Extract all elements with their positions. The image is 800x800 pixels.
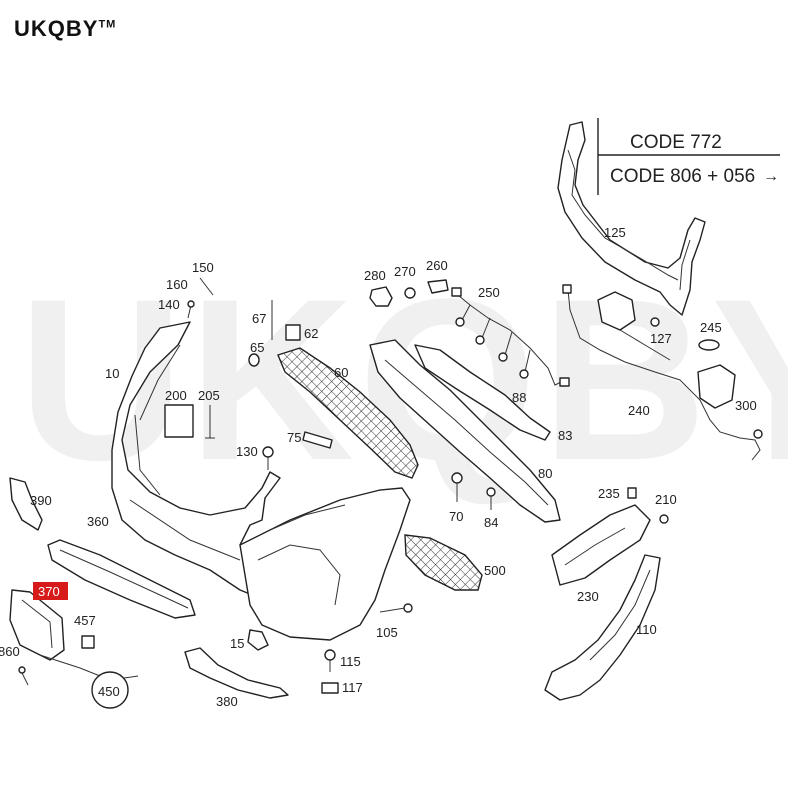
callout-labels: 10 15 60 62 65 67 70 75 80 83 84 88 105 … bbox=[0, 225, 757, 709]
part-250-harness bbox=[451, 287, 570, 387]
callout-62: 62 bbox=[304, 326, 318, 341]
callout-105: 105 bbox=[376, 625, 398, 640]
part-370-plate-holder bbox=[9, 589, 139, 686]
callout-230: 230 bbox=[577, 589, 599, 604]
callout-860: 860 bbox=[0, 644, 20, 659]
callout-450: 450 bbox=[98, 684, 120, 699]
part-245-washer bbox=[698, 339, 720, 351]
callout-70: 70 bbox=[449, 509, 463, 524]
callout-205: 205 bbox=[198, 388, 220, 403]
part-230-side-bracket bbox=[551, 504, 651, 586]
callout-200: 200 bbox=[165, 388, 187, 403]
callout-245: 245 bbox=[700, 320, 722, 335]
callout-117: 117 bbox=[342, 680, 363, 695]
callout-130: 130 bbox=[236, 444, 258, 459]
callout-450-circle bbox=[91, 671, 129, 709]
callout-110: 110 bbox=[636, 622, 657, 637]
callout-370-highlight bbox=[33, 582, 68, 600]
callout-380: 380 bbox=[216, 694, 238, 709]
part-457-clip bbox=[81, 635, 95, 649]
brand-trademark: TM bbox=[98, 18, 117, 31]
callout-390: 390 bbox=[30, 493, 52, 508]
callout-260: 260 bbox=[426, 258, 448, 273]
callout-84: 84 bbox=[484, 515, 498, 530]
callout-75: 75 bbox=[287, 430, 301, 445]
callout-500: 500 bbox=[484, 563, 506, 578]
callout-65: 65 bbox=[250, 340, 264, 355]
brand-name: UKQBY bbox=[14, 16, 99, 41]
part-80-absorber bbox=[369, 339, 561, 523]
part-500-fog-grille bbox=[404, 534, 483, 591]
code-772-label: CODE 772 bbox=[630, 132, 722, 153]
part-125-bracket bbox=[557, 121, 706, 316]
callout-125: 125 bbox=[604, 225, 626, 240]
callout-360: 360 bbox=[87, 514, 109, 529]
part-300-housing bbox=[697, 364, 736, 409]
callout-150: 150 bbox=[192, 260, 214, 275]
callout-10: 10 bbox=[105, 366, 119, 381]
part-360-strip bbox=[47, 539, 196, 619]
part-380-lower-trim bbox=[184, 647, 289, 699]
callout-127: 127 bbox=[650, 331, 672, 346]
callout-88: 88 bbox=[512, 390, 526, 405]
callout-240: 240 bbox=[628, 403, 650, 418]
part-390-trim bbox=[9, 477, 43, 531]
callout-67: 67 bbox=[252, 311, 266, 326]
small-fasteners bbox=[164, 277, 763, 694]
code-legend: CODE 772 CODE 806 + 056 → bbox=[597, 118, 780, 195]
callout-210: 210 bbox=[655, 492, 677, 507]
callout-80: 80 bbox=[538, 466, 552, 481]
callout-15: 15 bbox=[230, 636, 244, 651]
callout-235: 235 bbox=[598, 486, 620, 501]
part-110-side-bracket bbox=[544, 554, 661, 701]
callout-300: 300 bbox=[735, 398, 757, 413]
callout-140: 140 bbox=[158, 297, 180, 312]
callout-160: 160 bbox=[166, 277, 188, 292]
callout-457: 457 bbox=[74, 613, 96, 628]
callout-83: 83 bbox=[558, 428, 572, 443]
part-15-cap bbox=[247, 629, 269, 651]
code-806-label: CODE 806 + 056 bbox=[610, 166, 755, 187]
callout-270: 270 bbox=[394, 264, 416, 279]
part-240-harness bbox=[562, 284, 761, 461]
part-60-grille bbox=[277, 347, 419, 479]
callout-115: 115 bbox=[340, 654, 361, 669]
callout-60: 60 bbox=[334, 365, 348, 380]
callout-250: 250 bbox=[478, 285, 500, 300]
callout-370: 370 bbox=[38, 584, 60, 599]
part-10-bumper-cover bbox=[111, 321, 411, 641]
code-arrow: → bbox=[763, 168, 779, 185]
brand-logo: UKQBYTM bbox=[14, 16, 116, 42]
callout-280: 280 bbox=[364, 268, 386, 283]
